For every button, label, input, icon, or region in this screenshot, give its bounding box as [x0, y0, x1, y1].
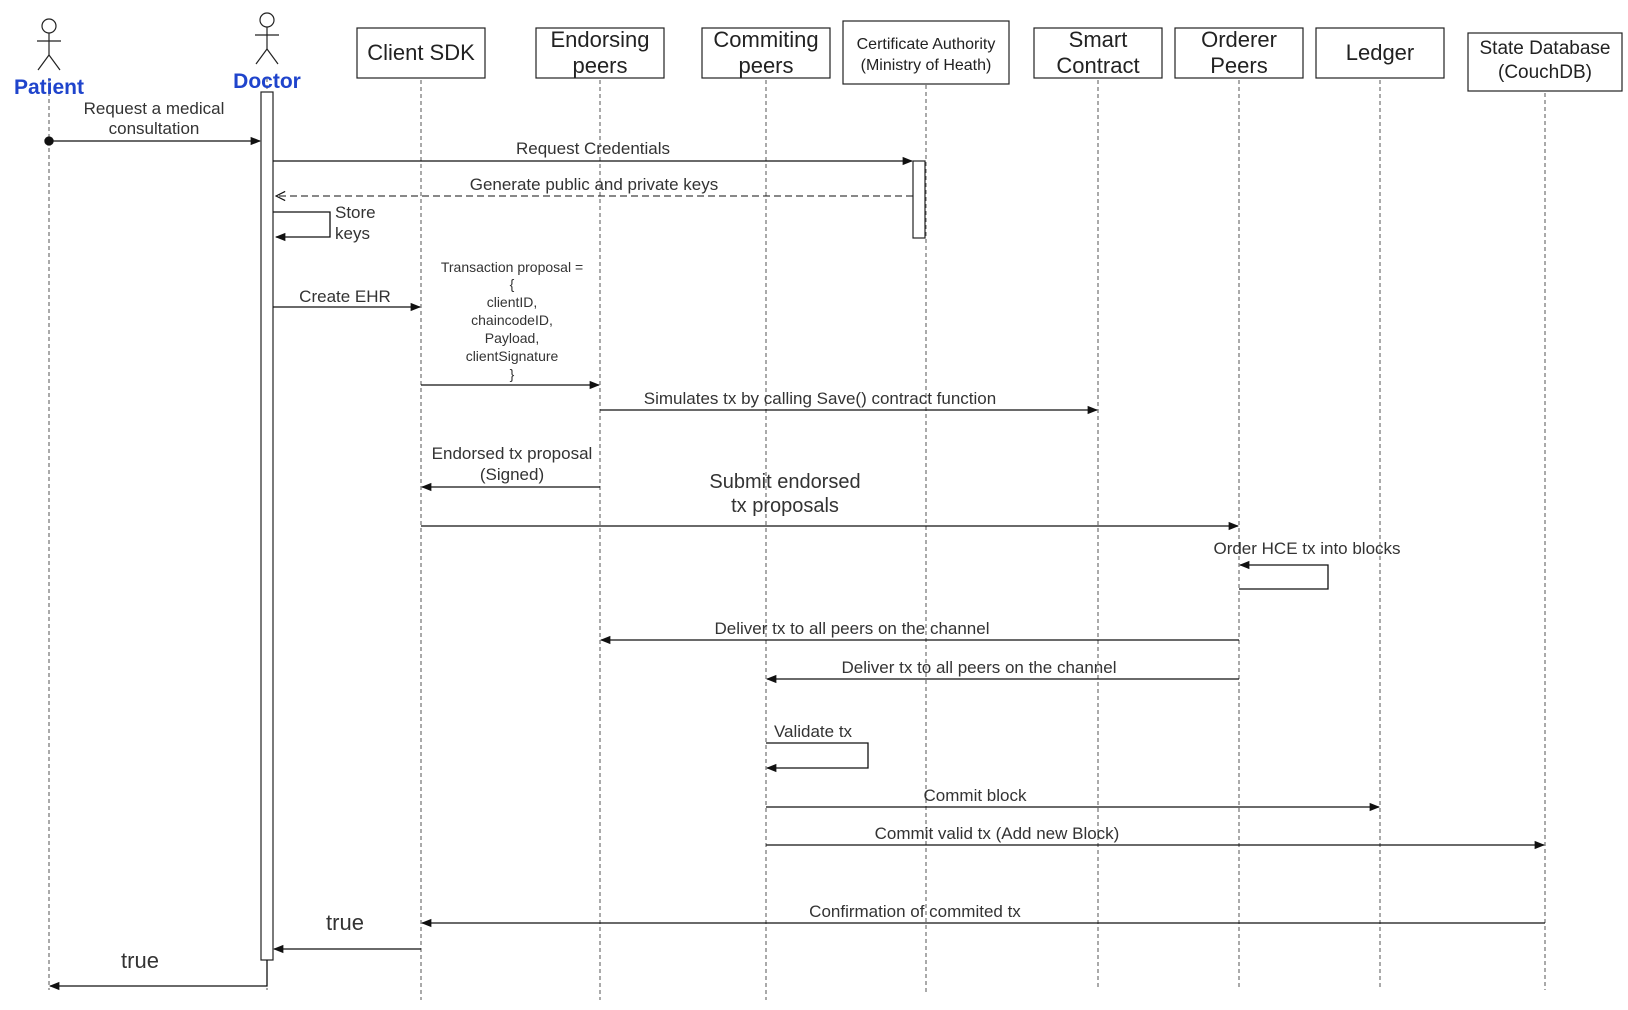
message-label: true [121, 948, 159, 973]
message-label: true [326, 910, 364, 935]
actor-doctor: Doctor [233, 12, 301, 93]
participant-label: Smart [1069, 27, 1128, 52]
message-submit-endorsed: Submit endorsed tx proposals [421, 471, 1240, 531]
stick-figure-icon [255, 12, 279, 65]
message-commit-valid: Commit valid tx (Add new Block) [766, 824, 1546, 850]
participant-orderer-peers: Orderer Peers [1174, 27, 1304, 79]
message-label: consultation [109, 119, 200, 138]
message-label: Validate tx [774, 722, 853, 741]
message-label: Endorsed tx proposal [432, 444, 593, 463]
message-label: Payload, [485, 330, 539, 346]
message-request-consultation: Request a medical consultation [44, 99, 262, 146]
message-label: keys [335, 224, 370, 243]
message-label: Transaction proposal = [441, 259, 583, 275]
message-label: Commit valid tx (Add new Block) [875, 824, 1120, 843]
message-label: Request a medical [84, 99, 225, 118]
participant-endorsing-peers: Endorsing peers [535, 27, 665, 79]
activation-doctor [260, 91, 274, 961]
participant-label: (Ministry of Heath) [861, 57, 992, 74]
message-label: Deliver tx to all peers on the channel [715, 619, 990, 638]
message-deliver-commiting: Deliver tx to all peers on the channel [765, 658, 1239, 684]
message-label: clientID, [487, 294, 538, 310]
actor-label: Doctor [233, 70, 301, 93]
participant-label: Client SDK [367, 40, 475, 65]
message-label: { [510, 276, 515, 292]
message-commit-block: Commit block [766, 786, 1381, 812]
message-request-credentials: Request Credentials [273, 139, 914, 166]
participant-client-sdk: Client SDK [356, 27, 486, 79]
message-endorsed-proposal: Endorsed tx proposal (Signed) [420, 444, 600, 492]
message-generate-keys: Generate public and private keys [276, 175, 913, 196]
participant-label: Endorsing [550, 27, 649, 52]
message-label: Simulates tx by calling Save() contract … [644, 389, 996, 408]
participant-label: Contract [1056, 53, 1139, 78]
message-return-to-patient: true [48, 948, 268, 991]
participant-label: State Database [1480, 38, 1611, 59]
participant-label: (CouchDB) [1498, 62, 1592, 83]
message-simulate-tx: Simulates tx by calling Save() contract … [600, 389, 1099, 415]
message-transaction-proposal: Transaction proposal = { clientID, chain… [421, 259, 601, 390]
message-return-to-doctor: true [272, 910, 421, 954]
participant-commiting-peers: Commiting peers [701, 27, 831, 79]
message-create-ehr: Create EHR [273, 287, 422, 312]
message-validate-tx: Validate tx [765, 722, 869, 773]
participant-label: peers [572, 53, 627, 78]
participant-label: Certificate Authority [857, 36, 996, 53]
message-label: Order HCE tx into blocks [1213, 539, 1400, 558]
participant-label: peers [738, 53, 793, 78]
message-label: clientSignature [466, 348, 559, 364]
stick-figure-icon [37, 18, 61, 71]
message-deliver-endorsing: Deliver tx to all peers on the channel [599, 619, 1239, 645]
participant-ledger: Ledger [1315, 27, 1445, 79]
message-label: Store [335, 203, 376, 222]
activation-certificate-authority [912, 160, 926, 239]
participant-certificate-authority: Certificate Authority (Ministry of Heath… [842, 20, 1010, 85]
message-label: Request Credentials [516, 139, 670, 158]
message-label: Generate public and private keys [470, 175, 719, 194]
participant-smart-contract: Smart Contract [1033, 27, 1163, 79]
message-label: tx proposals [731, 495, 839, 517]
participant-label: Ledger [1346, 40, 1415, 65]
message-confirmation: Confirmation of commited tx [420, 902, 1545, 928]
message-label: chaincodeID, [471, 312, 553, 328]
actor-patient: Patient [14, 18, 84, 99]
participant-label: Commiting [713, 27, 818, 52]
message-order-tx: Order HCE tx into blocks [1213, 539, 1401, 590]
message-label: Submit endorsed [709, 471, 860, 493]
message-label: Confirmation of commited tx [809, 902, 1021, 921]
message-label: } [510, 366, 515, 382]
message-label: (Signed) [480, 465, 544, 484]
participant-state-database: State Database (CouchDB) [1467, 32, 1623, 92]
message-label: Create EHR [299, 287, 391, 306]
actor-label: Patient [14, 76, 84, 99]
message-label: Deliver tx to all peers on the channel [842, 658, 1117, 677]
participant-label: Peers [1210, 53, 1267, 78]
message-store-keys: Store keys [273, 203, 376, 243]
message-label: Commit block [924, 786, 1027, 805]
participant-label: Orderer [1201, 27, 1277, 52]
